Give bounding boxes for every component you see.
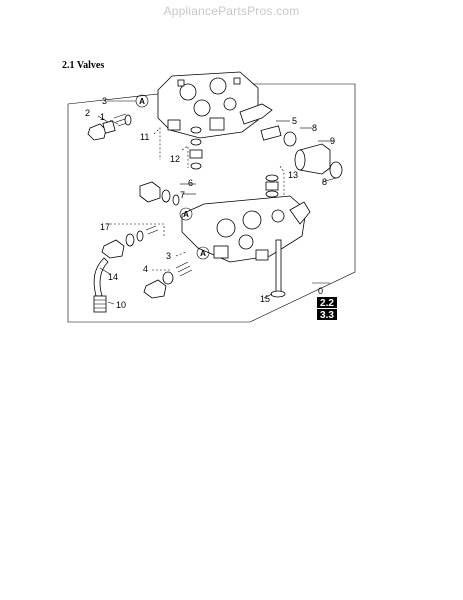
callout-3-top: 3	[102, 96, 107, 106]
svg-text:3.3: 3.3	[320, 310, 334, 321]
svg-text:A: A	[200, 249, 206, 258]
callout-8-top: 8	[312, 123, 317, 133]
callout-9: 9	[330, 136, 335, 146]
valve-assembly-17	[101, 225, 159, 259]
callout-8-bottom: 8	[322, 177, 327, 187]
svg-text:A: A	[139, 97, 145, 106]
piston-parts	[260, 125, 343, 179]
leader-lines	[97, 100, 337, 305]
upper-pump-head	[157, 71, 273, 139]
section-title: 2.1 Valves	[62, 60, 105, 71]
connector-a-3: A	[196, 246, 210, 260]
page-ref-badge-1: 2.2	[317, 297, 337, 309]
lower-valve-assembly	[143, 261, 193, 299]
connector-a-1: A	[135, 94, 149, 108]
part-13	[265, 174, 279, 198]
fitting-6-7	[139, 181, 180, 206]
callout-13: 13	[288, 170, 298, 180]
callout-labels: 3 2 1 5 8 9 8 11 12 6 7 13 17 3 4 14 10 …	[85, 96, 335, 310]
svg-text:2.2: 2.2	[320, 298, 334, 309]
callout-14: 14	[108, 272, 118, 282]
callout-6: 6	[188, 178, 193, 188]
callout-10: 10	[116, 300, 126, 310]
callout-11: 11	[140, 132, 149, 142]
hose-and-filter	[93, 257, 109, 313]
small-parts-11-12	[189, 126, 203, 170]
callout-2: 2	[85, 108, 90, 118]
callout-12: 12	[170, 154, 180, 164]
callout-17: 17	[100, 222, 110, 232]
svg-text:A: A	[183, 210, 189, 219]
upper-valve-assembly	[87, 113, 132, 141]
callout-1: 1	[100, 112, 105, 122]
callout-5: 5	[292, 116, 297, 126]
bolt-15	[270, 239, 286, 298]
callout-7: 7	[180, 190, 185, 200]
callout-15: 15	[260, 294, 270, 304]
watermark: AppliancePartsPros.com	[163, 4, 300, 18]
callout-0: 0	[318, 286, 323, 296]
lower-manifold	[181, 195, 311, 263]
callout-3-bottom: 3	[166, 251, 171, 261]
callout-4: 4	[143, 264, 148, 274]
page-ref-badge-2: 3.3	[317, 309, 337, 321]
connector-a-2: A	[179, 207, 193, 221]
